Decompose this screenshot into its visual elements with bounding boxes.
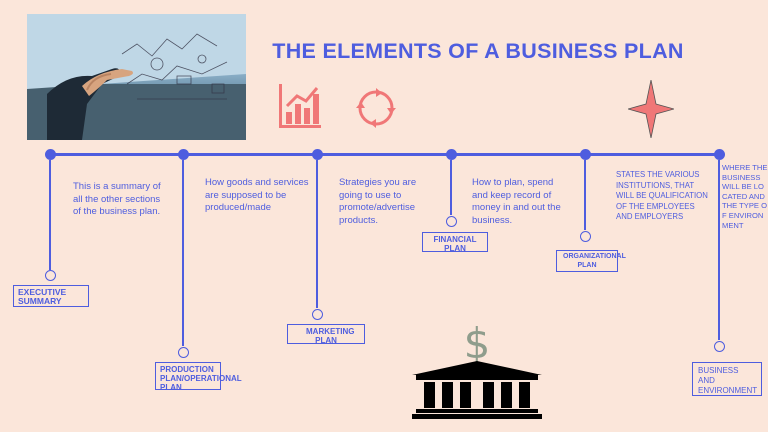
timeline-node [714,149,725,160]
dollar-icon: $ [463,319,491,368]
timeline-node [580,149,591,160]
element-label: FINANCIAL PLAN [422,232,488,253]
element-label: PRODUCTION PLAN/OPERATIONAL PLAN [155,362,242,392]
timeline-ring [45,270,56,281]
timeline-stem [49,160,51,270]
element-description: How goods and services are supposed to b… [205,177,309,213]
business-photo [27,14,246,140]
timeline-node [45,149,56,160]
element-label: EXECUTIVE SUMMARY [13,285,89,307]
element-description: This is a summary of all the other secti… [73,181,161,217]
timeline-ring [714,341,725,352]
element-description: STATES THE VARIOUS INSTITUTIONS, THAT WI… [616,170,708,221]
element-label: BUSINESS AND ENVIRONMENT [692,362,762,396]
timeline-ring [446,216,457,227]
timeline-stem [450,160,452,215]
element-description: WHERE THE BUSINESS WILL BE LOCATED AND T… [722,163,768,230]
timeline-ring [312,309,323,320]
timeline-stem [182,160,184,346]
timeline-ring [178,347,189,358]
timeline-node [178,149,189,160]
element-label: MARKETING PLAN [287,324,365,345]
timeline-stem [316,160,318,308]
cycle-arrows-icon [356,88,396,128]
timeline-ring [580,231,591,242]
element-description: How to plan, spend and keep record of mo… [472,177,561,226]
element-label: ORGANIZATIONAL PLAN [556,250,626,272]
timeline-stem [718,160,720,340]
element-description: Strategies you are going to use to promo… [339,177,417,226]
chart-icon [279,84,321,128]
timeline-node [312,149,323,160]
timeline-line [50,153,720,156]
page-title: THE ELEMENTS OF A BUSINESS PLAN [272,39,684,63]
bank-icon [412,361,542,419]
compass-star-icon [626,79,676,139]
timeline-stem [584,160,586,230]
timeline-node [446,149,457,160]
